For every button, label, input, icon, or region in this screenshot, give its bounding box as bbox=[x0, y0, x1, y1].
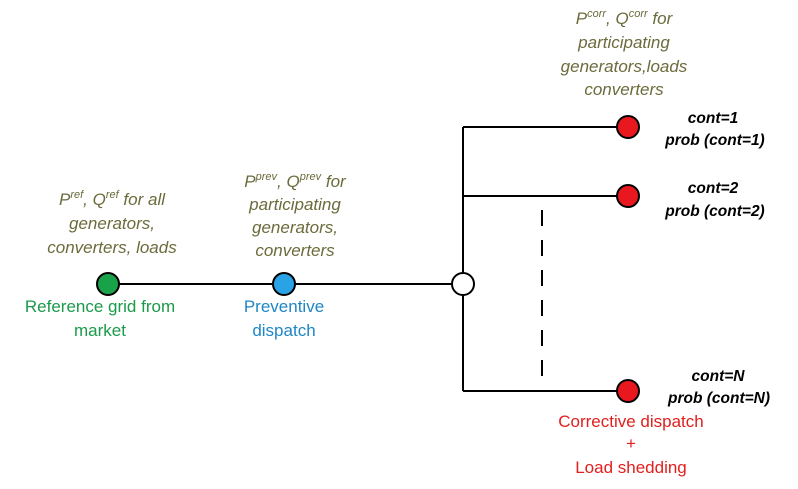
corrective-caption: Corrective dispatch + Load shedding bbox=[558, 412, 704, 477]
svg-text:participating: participating bbox=[577, 33, 670, 52]
svg-text:+: + bbox=[626, 434, 636, 453]
contingency-node-n bbox=[616, 379, 640, 403]
preventive-node bbox=[272, 272, 296, 296]
svg-text:prob (cont=2): prob (cont=2) bbox=[664, 203, 764, 220]
svg-text:cont=N: cont=N bbox=[692, 368, 746, 385]
contingency-label-2: cont=2 prob (cont=2) bbox=[664, 180, 764, 220]
contingency-node-2 bbox=[616, 184, 640, 208]
corrective-annotation: Pcorr, Qcorr for participating generator… bbox=[561, 8, 688, 99]
contingency-label-n: cont=N prob (cont=N) bbox=[667, 368, 770, 407]
svg-text:Pref, Qref for all: Pref, Qref for all bbox=[59, 189, 166, 209]
svg-text:converters: converters bbox=[255, 241, 335, 260]
svg-text:dispatch: dispatch bbox=[252, 321, 315, 340]
preventive-annotation: Pprev, Qprev for participating generator… bbox=[244, 171, 347, 260]
svg-text:converters: converters bbox=[584, 80, 664, 99]
contingency-label-1: cont=1 prob (cont=1) bbox=[664, 110, 764, 149]
reference-node bbox=[96, 272, 120, 296]
svg-text:prob (cont=N): prob (cont=N) bbox=[667, 390, 770, 407]
contingency-node-1 bbox=[616, 115, 640, 139]
svg-text:cont=1: cont=1 bbox=[688, 110, 738, 127]
reference-annotation: Pref, Qref for all generators, converter… bbox=[47, 189, 177, 257]
svg-text:participating: participating bbox=[248, 195, 341, 214]
svg-text:Pprev, Qprev for: Pprev, Qprev for bbox=[244, 171, 347, 191]
svg-text:prob (cont=1): prob (cont=1) bbox=[664, 132, 764, 149]
svg-text:Load shedding: Load shedding bbox=[575, 458, 687, 477]
preventive-caption: Preventive dispatch bbox=[244, 297, 324, 340]
branch-node bbox=[451, 272, 475, 296]
svg-text:converters, loads: converters, loads bbox=[47, 238, 177, 257]
svg-text:Corrective dispatch: Corrective dispatch bbox=[558, 412, 704, 431]
svg-text:Pcorr, Qcorr for: Pcorr, Qcorr for bbox=[576, 8, 674, 28]
svg-text:generators,: generators, bbox=[69, 214, 155, 233]
svg-text:market: market bbox=[74, 321, 126, 340]
svg-text:Reference grid from: Reference grid from bbox=[25, 297, 175, 316]
svg-text:Preventive: Preventive bbox=[244, 297, 324, 316]
svg-text:generators,loads: generators,loads bbox=[561, 57, 688, 76]
reference-caption: Reference grid from market bbox=[25, 297, 175, 340]
svg-text:generators,: generators, bbox=[252, 218, 338, 237]
svg-text:cont=2: cont=2 bbox=[688, 180, 739, 197]
